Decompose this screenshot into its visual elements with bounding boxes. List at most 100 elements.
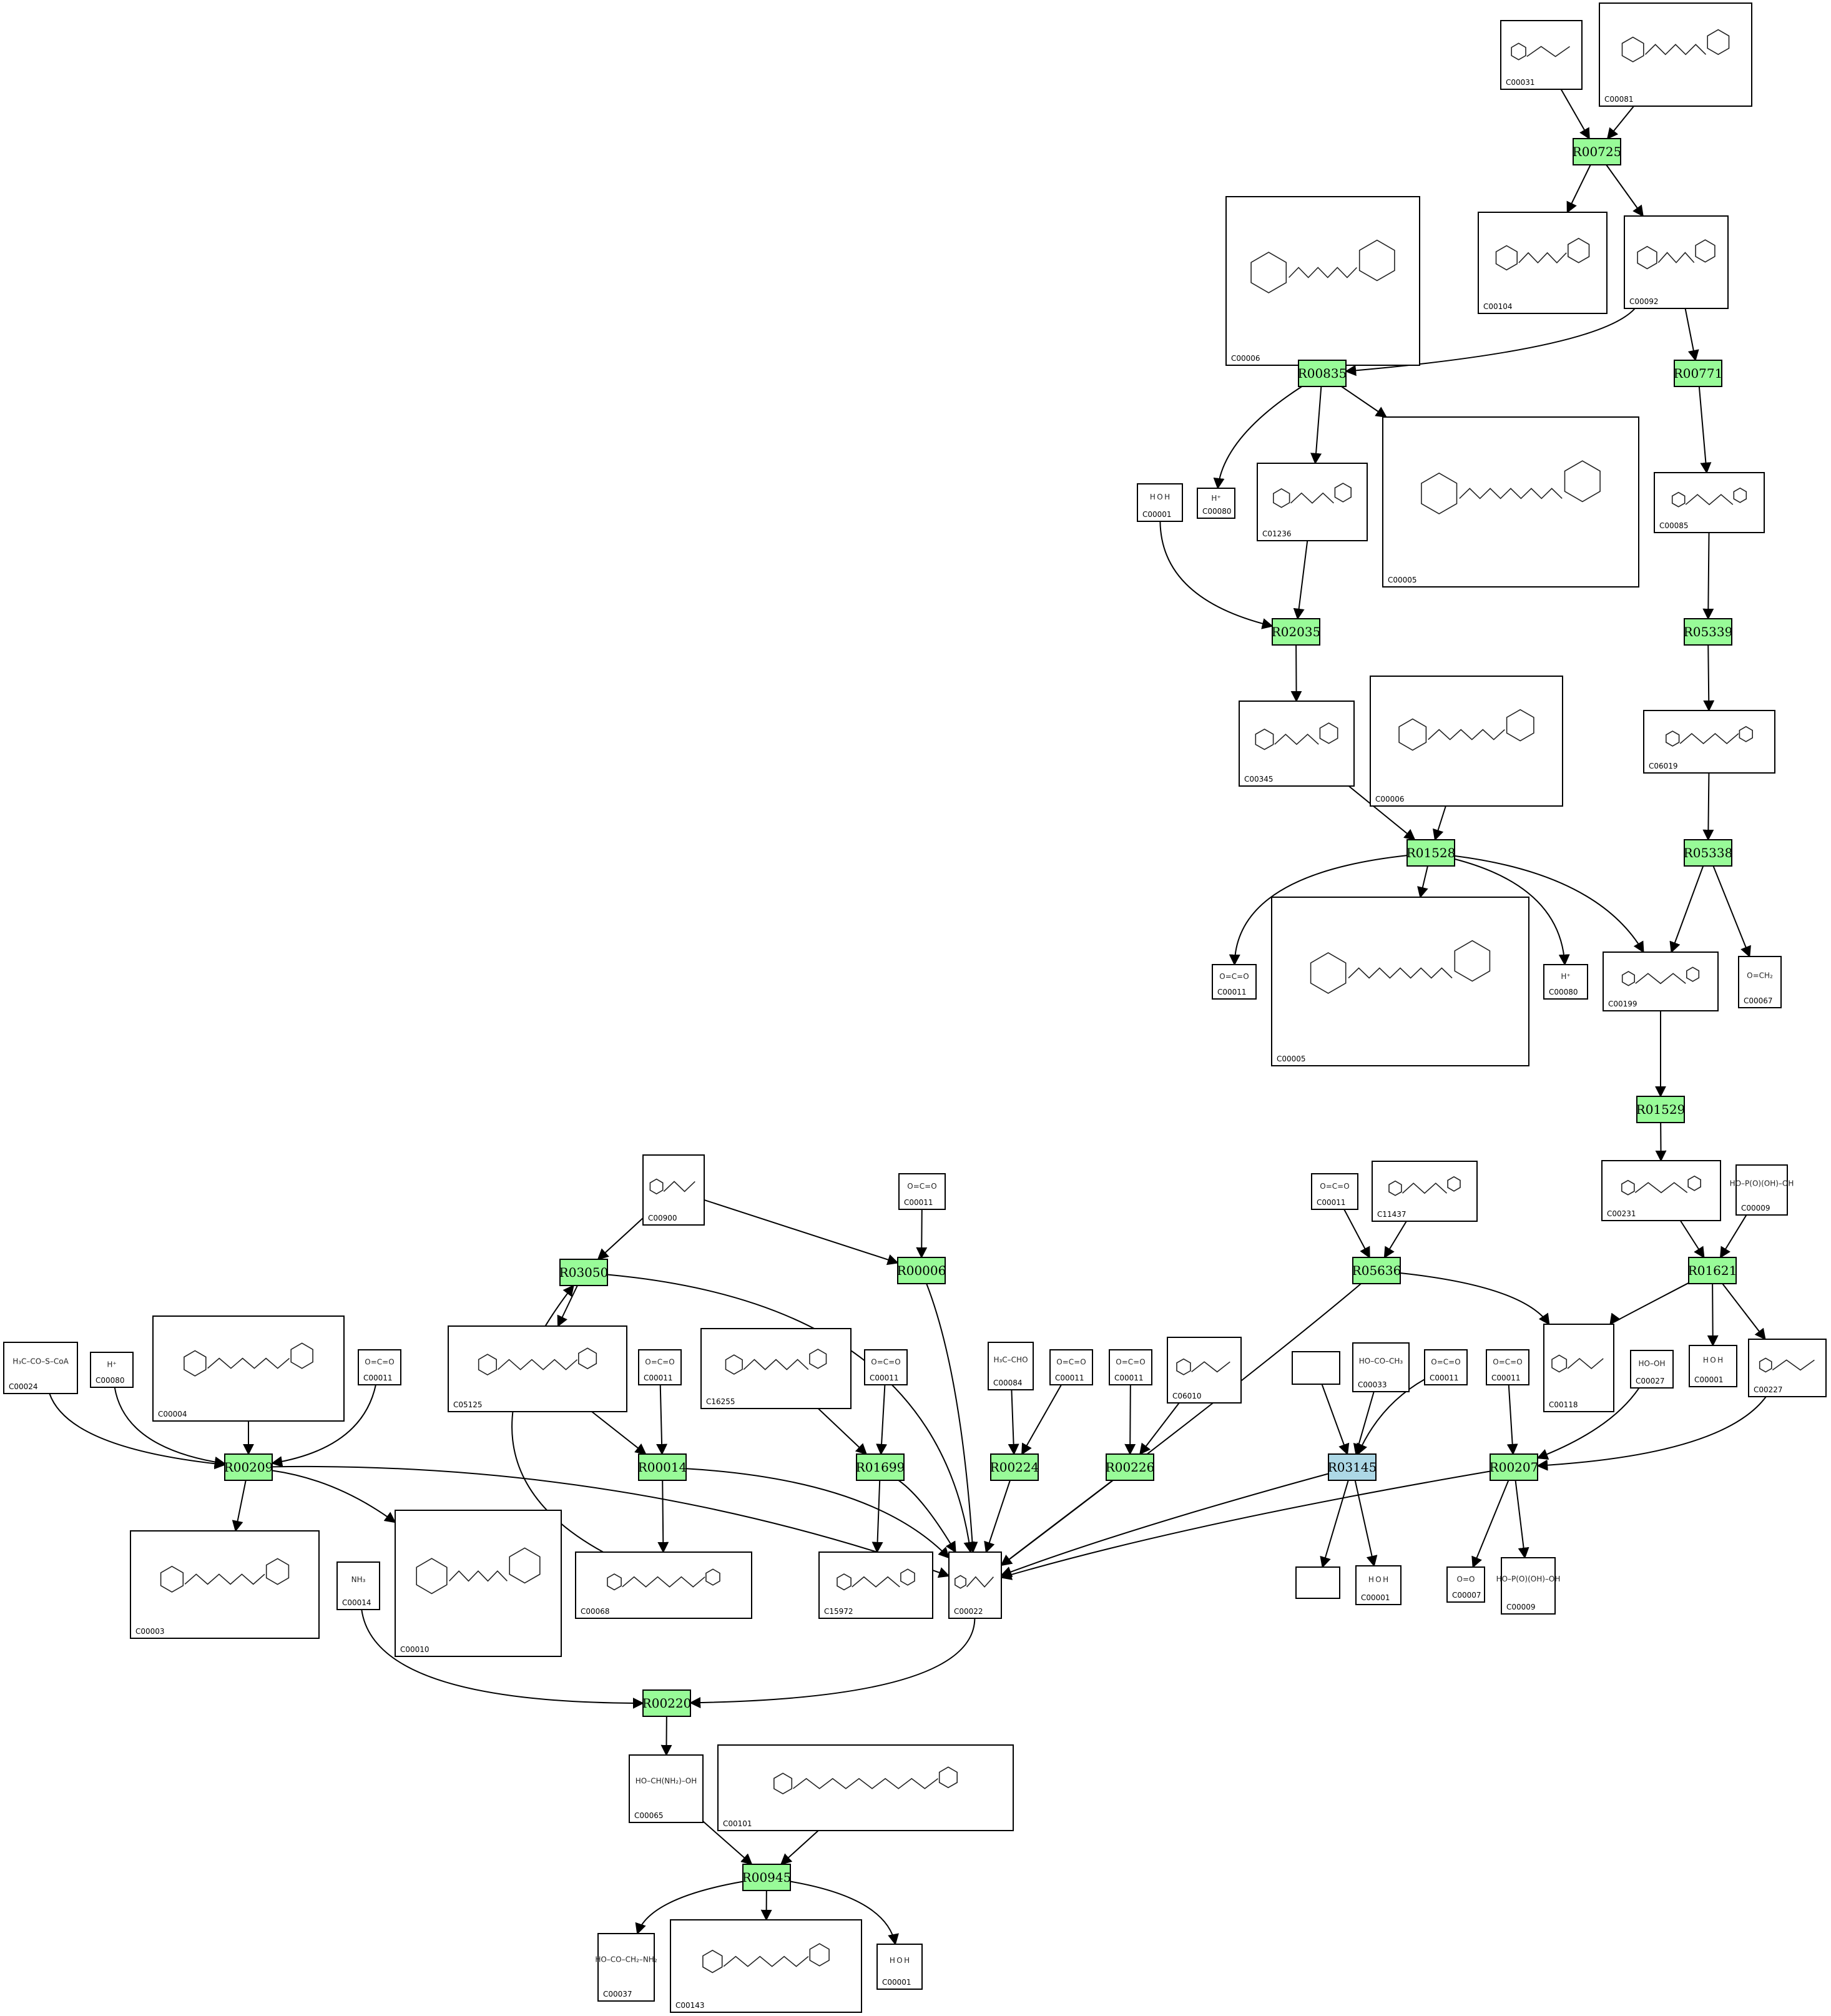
compound-C01236[interactable]: C01236: [1257, 463, 1368, 541]
compound-C00080[interactable]: H⁺C00080: [90, 1352, 134, 1388]
reaction-R00220[interactable]: R00220: [642, 1689, 692, 1717]
reaction-R05339[interactable]: R05339: [1684, 618, 1733, 646]
compound-C00199[interactable]: C00199: [1603, 951, 1719, 1011]
reaction-R05338[interactable]: R05338: [1684, 839, 1733, 867]
compound-id-label: C00001: [1361, 1593, 1390, 1602]
compound-C00227[interactable]: C00227: [1748, 1339, 1827, 1397]
compound-unlabeled[interactable]: [1292, 1351, 1340, 1385]
edge-R00226-to-n50: [1000, 1480, 1114, 1566]
compound-C00900[interactable]: C00900: [642, 1154, 705, 1226]
edge-n10-to-R05339: [1702, 532, 1714, 620]
reaction-R03050[interactable]: R03050: [559, 1259, 609, 1286]
compound-C00010[interactable]: C00010: [395, 1510, 562, 1657]
compound-C00231[interactable]: C00231: [1601, 1160, 1721, 1221]
compound-id-label: C00085: [1659, 521, 1689, 530]
compound-C00104[interactable]: C00104: [1478, 212, 1608, 314]
compound-C00004[interactable]: C00004: [152, 1315, 345, 1422]
structure-formula: H O H: [1150, 493, 1170, 501]
reaction-R00006[interactable]: R00006: [897, 1257, 946, 1284]
compound-C11437[interactable]: C11437: [1372, 1161, 1478, 1222]
compound-id-label: C00001: [1142, 510, 1172, 519]
reaction-R05636[interactable]: R05636: [1352, 1257, 1401, 1284]
compound-C00005[interactable]: C00005: [1382, 416, 1639, 588]
compound-C00031[interactable]: C00031: [1500, 20, 1583, 90]
reaction-R01529[interactable]: R01529: [1636, 1096, 1686, 1123]
reaction-R00945[interactable]: R00945: [742, 1864, 792, 1891]
reaction-box: [856, 1453, 905, 1481]
reaction-R00014[interactable]: R00014: [638, 1453, 687, 1481]
compound-box: [1197, 488, 1235, 519]
compound-C00068[interactable]: C00068: [575, 1551, 752, 1619]
compound-box: [1355, 1565, 1401, 1605]
compound-C00006[interactable]: C00006: [1370, 676, 1563, 807]
compound-box: [1424, 1349, 1468, 1385]
edge-R00209-to-n46: [272, 1470, 396, 1523]
compound-C15972[interactable]: C15972: [818, 1551, 933, 1619]
compound-C00006[interactable]: C00006: [1225, 196, 1420, 366]
reaction-R01621[interactable]: R01621: [1688, 1257, 1737, 1284]
compound-C00143[interactable]: C00143: [670, 1919, 862, 2013]
compound-C16255[interactable]: C16255: [700, 1328, 852, 1409]
structure-sketch: [184, 1342, 313, 1377]
compound-C00080[interactable]: H⁺C00080: [1197, 488, 1235, 519]
compound-C00005[interactable]: C00005: [1271, 897, 1529, 1066]
reaction-R00224[interactable]: R00224: [990, 1453, 1039, 1481]
compound-C05125[interactable]: C05125: [448, 1325, 627, 1412]
compound-C00101[interactable]: C00101: [717, 1744, 1014, 1831]
reaction-id-label: R00835: [1298, 366, 1347, 381]
compound-box: [1049, 1349, 1093, 1385]
compound-C00022[interactable]: C00022: [948, 1551, 1002, 1619]
compound-C00081[interactable]: C00081: [1599, 2, 1752, 107]
compound-C00001[interactable]: H O H C00001: [1137, 483, 1183, 522]
reaction-R03145[interactable]: R03145: [1328, 1453, 1377, 1481]
reaction-R01528[interactable]: R01528: [1406, 839, 1456, 867]
compound-unlabeled[interactable]: [1295, 1566, 1340, 1599]
structure-formula: O=C=O: [1493, 1358, 1522, 1367]
compound-C00092[interactable]: C00092: [1624, 215, 1729, 309]
reaction-R00209[interactable]: R00209: [224, 1453, 273, 1481]
compound-box: [1271, 897, 1529, 1066]
compound-C00118[interactable]: C00118: [1543, 1324, 1614, 1412]
reaction-R00226[interactable]: R00226: [1106, 1453, 1155, 1481]
compound-C00345[interactable]: C00345: [1239, 701, 1355, 787]
reaction-R00835[interactable]: R00835: [1298, 360, 1347, 387]
compound-C00003[interactable]: C00003: [130, 1530, 320, 1639]
reaction-R00771[interactable]: R00771: [1674, 360, 1723, 387]
reaction-R00207[interactable]: R00207: [1490, 1453, 1539, 1481]
edge-n40-to-R00207: [1506, 1384, 1518, 1455]
compound-C00080[interactable]: H⁺C00080: [1543, 964, 1588, 1000]
structure-sketch: [1176, 1358, 1230, 1375]
edge-n21-to-R05636: [1343, 1209, 1370, 1259]
reaction-R02035[interactable]: R02035: [1272, 618, 1321, 646]
compound-C00085[interactable]: C00085: [1654, 472, 1765, 533]
reaction-R00725[interactable]: R00725: [1573, 138, 1622, 165]
compound-C06019[interactable]: C06019: [1643, 710, 1775, 774]
compound-C06010[interactable]: C06010: [1167, 1337, 1242, 1404]
reaction-R01699[interactable]: R01699: [856, 1453, 905, 1481]
